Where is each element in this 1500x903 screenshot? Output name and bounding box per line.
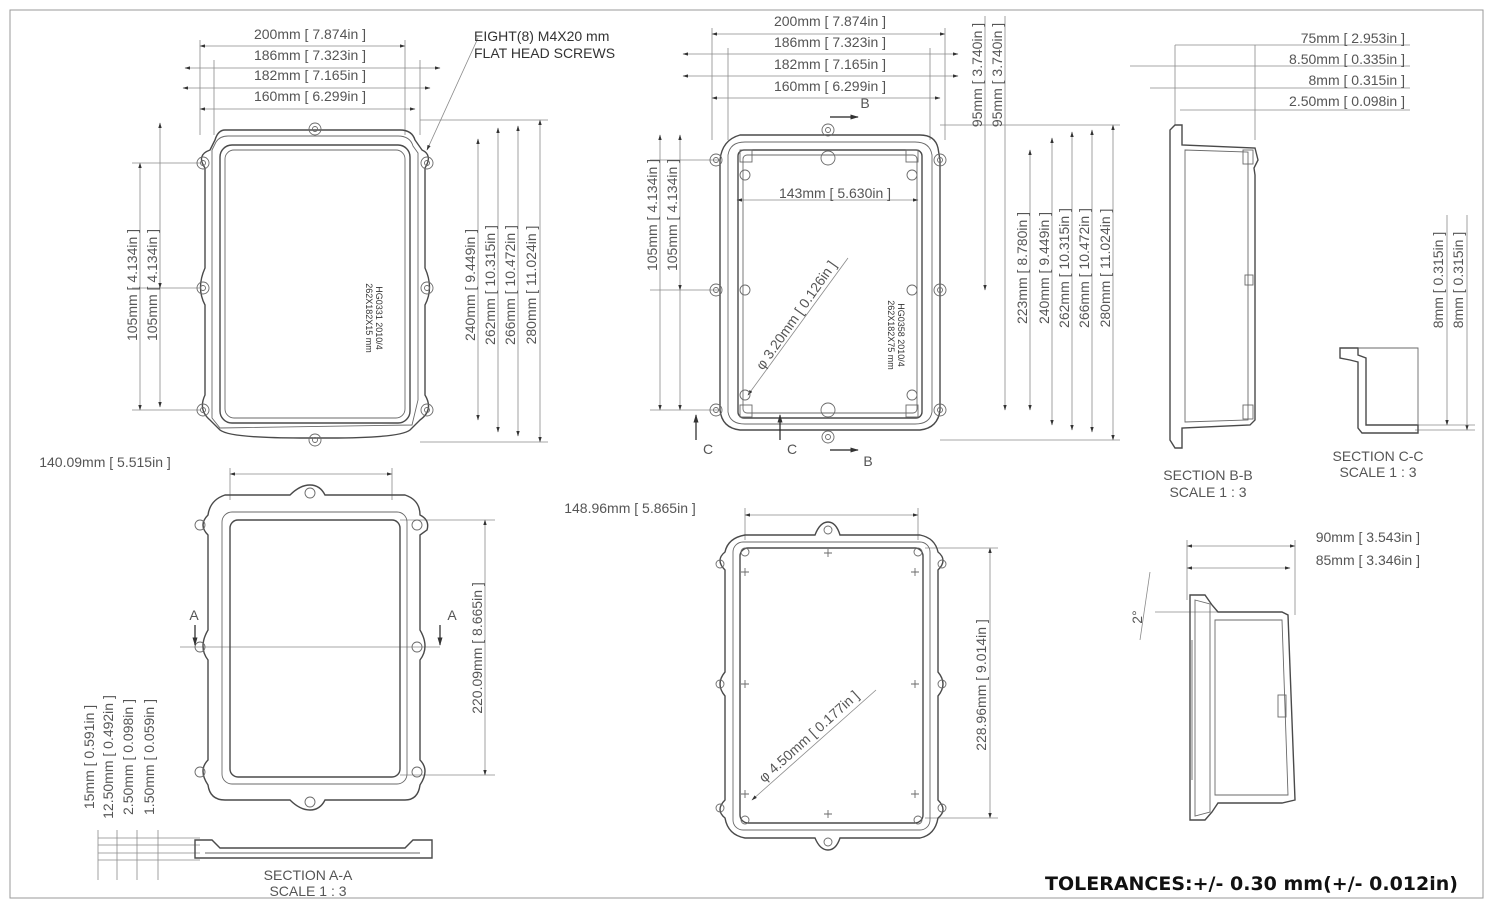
dim-label: 240mm [ 9.449in ]	[1036, 212, 1052, 324]
dim-label: 8.50mm [ 0.335in ]	[1289, 51, 1405, 67]
dim-label: 1.50mm [ 0.059in ]	[141, 699, 157, 815]
dim-label: 105mm [ 4.134in ]	[644, 159, 660, 271]
dim-label: 95mm [ 3.740in ]	[989, 23, 1005, 127]
dim-label: 8mm [ 0.315in ]	[1450, 232, 1466, 329]
dim-label: 2.50mm [ 0.098in ]	[1289, 93, 1405, 109]
dim-label: 280mm [ 11.024in ]	[523, 226, 539, 345]
dim-label: φ 4.50mm [ 0.177in ]	[755, 687, 862, 785]
section-bb-drawing	[1130, 44, 1410, 449]
dim-label: 266mm [ 10.472in ]	[1076, 208, 1092, 328]
sheet-border	[9, 9, 1484, 899]
section-scale: SCALE 1 : 3	[1169, 484, 1246, 500]
dim-label: 143mm [ 5.630in ]	[779, 185, 891, 201]
dim-label: 15mm [ 0.591in ]	[81, 705, 97, 809]
dim-label: φ 3.20mm [ 0.126in ]	[752, 258, 839, 373]
section-scale: SCALE 1 : 3	[1339, 464, 1416, 480]
dim-label: 140.09mm [ 5.515in ]	[39, 454, 171, 470]
dim-label: 160mm [ 6.299in ]	[774, 78, 886, 94]
dim-label: 85mm [ 3.346in ]	[1316, 552, 1420, 568]
cut-label: B	[863, 453, 872, 469]
section-label: SECTION B-B	[1163, 467, 1252, 483]
cut-label: A	[447, 607, 457, 623]
dim-label: 262mm [ 10.315in ]	[1056, 208, 1072, 328]
section-aa-drawing	[97, 830, 433, 880]
cut-label: A	[189, 607, 199, 623]
dim-label: 105mm [ 4.134in ]	[664, 159, 680, 271]
dim-label: 240mm [ 9.449in ]	[462, 229, 478, 341]
part-size: 262X182X75 mm	[886, 300, 896, 370]
lid-bottom-view	[180, 468, 495, 811]
annotation-texts: 200mm [ 7.874in ] 186mm [ 7.323in ] 182mm …	[39, 13, 1466, 899]
section-cc-drawing	[1339, 215, 1475, 434]
screw-note: EIGHT(8) M4X20 mm	[474, 28, 609, 44]
lid-top-view	[132, 37, 548, 447]
part-number: HG0358 2010/4	[896, 303, 906, 367]
dim-label: 280mm [ 11.024in ]	[1097, 209, 1113, 328]
dim-label: 200mm [ 7.874in ]	[774, 13, 886, 29]
section-label: SECTION C-C	[1333, 448, 1424, 464]
dim-label: 186mm [ 7.323in ]	[774, 34, 886, 50]
dim-label: 223mm [ 8.780in ]	[1014, 212, 1030, 324]
box-bottom-view	[715, 508, 998, 851]
dim-label: 200mm [ 7.874in ]	[254, 26, 366, 42]
dim-label: 2.50mm [ 0.098in ]	[120, 699, 136, 815]
dim-label: 266mm [ 10.472in ]	[502, 225, 518, 345]
section-label: SECTION A-A	[264, 867, 353, 883]
dim-label: 95mm [ 3.740in ]	[969, 23, 985, 127]
angle-label: 2°	[1129, 610, 1145, 623]
section-scale: SCALE 1 : 3	[269, 883, 346, 899]
dim-label: 160mm [ 6.299in ]	[254, 88, 366, 104]
part-size: 262X182X15 mm	[364, 283, 374, 353]
dim-label: 182mm [ 7.165in ]	[254, 67, 366, 83]
dim-label: 8mm [ 0.315in ]	[1430, 232, 1446, 329]
dim-label: 105mm [ 4.134in ]	[144, 229, 160, 341]
box-side-view	[1139, 540, 1296, 821]
screw-note: FLAT HEAD SCREWS	[474, 45, 615, 61]
dim-label: 186mm [ 7.323in ]	[254, 47, 366, 63]
dim-label: 220.09mm [ 8.665in ]	[469, 582, 485, 714]
cut-label: B	[860, 95, 869, 111]
dim-label: 75mm [ 2.953in ]	[1301, 30, 1405, 46]
dim-label: 262mm [ 10.315in ]	[482, 225, 498, 345]
dim-label: 105mm [ 4.134in ]	[124, 229, 140, 341]
cut-label: C	[787, 441, 797, 457]
dim-label: 148.96mm [ 5.865in ]	[564, 500, 696, 516]
cut-label: C	[703, 441, 713, 457]
tolerance-note: TOLERANCES:+/- 0.30 mm(+/- 0.012in)	[1045, 873, 1458, 895]
dim-label: 90mm [ 3.543in ]	[1316, 529, 1420, 545]
dim-label: 182mm [ 7.165in ]	[774, 56, 886, 72]
dim-label: 8mm [ 0.315in ]	[1309, 72, 1406, 88]
dim-label: 228.96mm [ 9.014in ]	[973, 619, 989, 751]
dim-label: 12.50mm [ 0.492in ]	[100, 695, 116, 819]
part-number: HG0331 2010/4	[374, 286, 384, 350]
box-top-view	[650, 16, 1120, 453]
